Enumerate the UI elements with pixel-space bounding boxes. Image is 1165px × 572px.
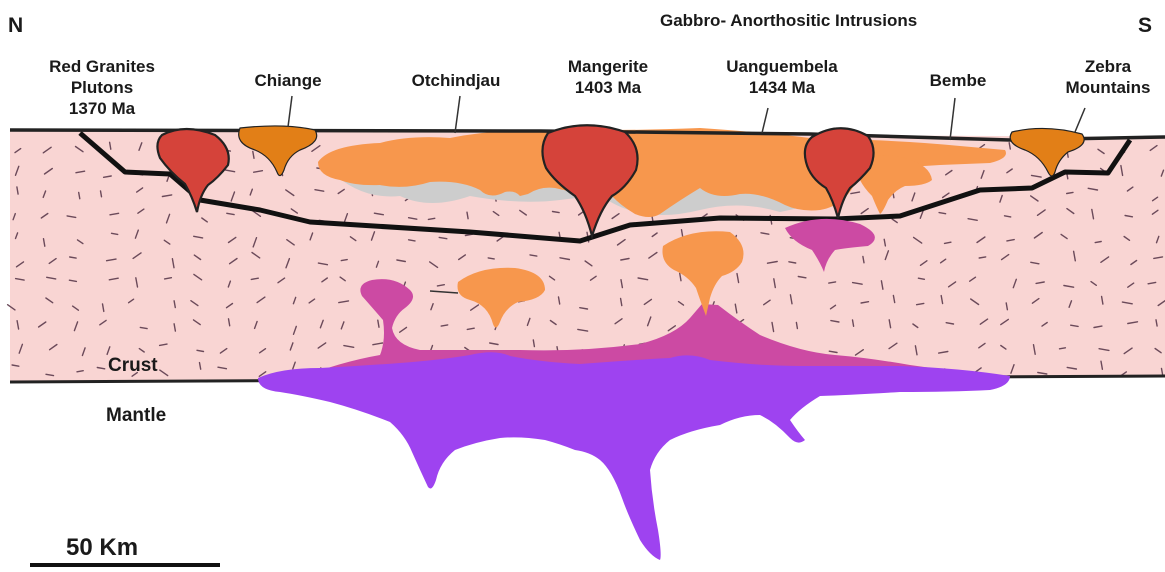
svg-text:Uanguembela: Uanguembela [726,57,838,76]
uanguembela-label: Uanguembela 1434 Ma [726,57,838,97]
south-label: S [1138,14,1152,37]
svg-text:1370 Ma: 1370 Ma [69,99,136,118]
crust-label: Crust [108,355,158,376]
svg-text:Mangerite: Mangerite [568,57,648,76]
svg-text:Plutons: Plutons [71,78,133,97]
svg-text:1403 Ma: 1403 Ma [575,78,642,97]
scale-bar-label: 50 Km [66,534,138,561]
crust-dash [101,191,102,197]
svg-text:1434 Ma: 1434 Ma [749,78,816,97]
crust-dash [341,260,347,261]
mantle-plume [258,352,1010,560]
svg-text:Mountains: Mountains [1066,78,1151,97]
north-label: N [8,14,23,37]
crust-dash [488,258,494,259]
zebra-mountains-label: Zebra Mountains [1066,57,1151,97]
mangerite-label: Mangerite 1403 Ma [568,57,648,97]
svg-text:Zebra: Zebra [1085,57,1132,76]
crust-dash [796,323,797,329]
crust-dash [1060,348,1066,349]
diagram-header: Gabbro- Anorthositic Intrusions [660,11,917,30]
otchindjau-label: Otchindjau [412,71,501,90]
mantle-label: Mantle [106,405,166,426]
svg-text:Red Granites: Red Granites [49,57,155,76]
red-granites-label: Red Granites Plutons 1370 Ma [49,57,155,118]
bembe-label: Bembe [930,71,987,90]
chiange-label: Chiange [254,71,321,90]
